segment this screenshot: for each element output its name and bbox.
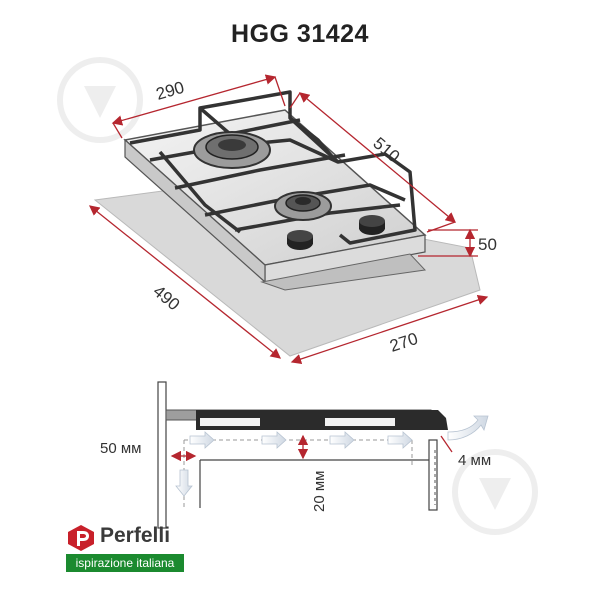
control-knob-right [359,215,385,235]
section-view [157,381,489,529]
large-burner [193,131,271,169]
watermark-icon [57,57,538,535]
dimension-lines [88,74,489,365]
section-vent-gap-label: 4 мм [458,452,491,469]
small-burner [274,191,332,221]
brand-tagline: ispirazione italiana [66,554,184,572]
brand-logo: Perfelli ispirazione italiana [66,524,188,576]
dimension-width-top: 290 [154,78,187,104]
dimension-cutout-width: 270 [387,329,420,356]
model-title: HGG 31424 [231,20,369,48]
section-side-gap-label: 50 мм [100,440,141,457]
section-bottom-gap-label: 20 мм [311,471,328,512]
dimension-depth-top: 510 [369,134,403,167]
perfelli-logo-icon [68,525,94,551]
dimension-height: 50 [478,235,497,254]
control-knob-left [287,230,313,250]
brand-name: Perfelli [100,524,171,547]
dimension-cutout-depth: 490 [149,282,183,315]
